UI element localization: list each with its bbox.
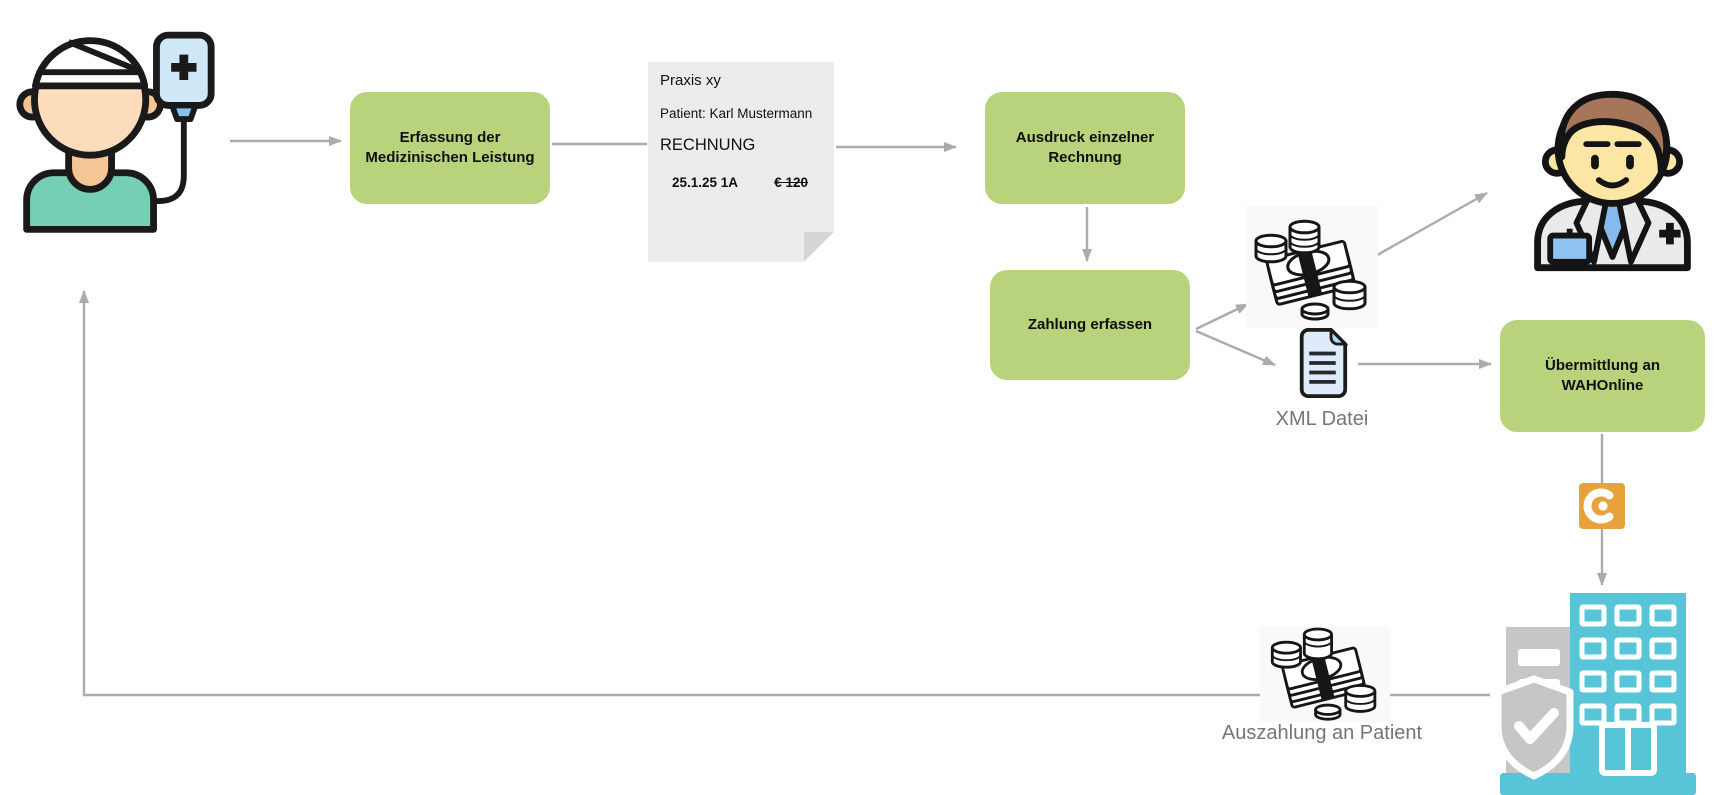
invoice-practice: Praxis xy	[660, 72, 721, 89]
insurance-building-icon	[1486, 563, 1706, 795]
invoice-heading: RECHNUNG	[660, 136, 756, 154]
invoice-item-code: 25.1.25 1A	[672, 175, 739, 190]
node-label: Zahlung erfassen	[1027, 316, 1153, 334]
xml-file-label: XML Datei	[1275, 408, 1369, 430]
cash-icon	[1246, 206, 1378, 328]
invoice-patient: Patient: Karl Mustermann	[660, 106, 813, 121]
medical-cross-icon	[1659, 222, 1681, 245]
c-logo-icon	[1579, 483, 1625, 529]
payout-label: Auszahlung an Patient	[1221, 722, 1423, 744]
node-label: Übermittlung an WAHOnline	[1545, 357, 1660, 394]
xml-file-icon	[1294, 328, 1351, 398]
arrow-zahlung-to-xml	[1195, 329, 1276, 367]
invoice-item-amount: € 120	[774, 175, 808, 190]
node-label: Erfassung der Medizinischen Leistung	[365, 129, 535, 166]
arrow-zahlung-to-bargeld	[1195, 302, 1249, 331]
medical-cross-icon	[171, 54, 197, 81]
node-erfassung-leistung: Erfassung der Medizinischen Leistung	[350, 92, 550, 204]
node-label: Ausdruck einzelner Rechnung	[1015, 129, 1155, 166]
node-zahlung-erfassen: Zahlung erfassen	[990, 270, 1190, 380]
patient-icon	[12, 8, 217, 236]
payout-cash-icon	[1260, 626, 1390, 722]
id-badge	[1547, 232, 1593, 265]
doctor-icon	[1522, 60, 1702, 272]
iv-tube	[148, 117, 187, 204]
node-ausdruck-rechnung: Ausdruck einzelner Rechnung	[985, 92, 1185, 204]
invoice-document: Praxis xy Patient: Karl Mustermann RECHN…	[648, 62, 834, 262]
node-uebermittlung-wahonline: Übermittlung an WAHOnline	[1500, 320, 1705, 432]
arrow-auszahlung-to-patient	[79, 290, 1490, 697]
arrow-bargeld-to-arzt	[1371, 191, 1488, 260]
patient-shirt	[23, 169, 157, 233]
doctor-hair	[1557, 90, 1671, 174]
